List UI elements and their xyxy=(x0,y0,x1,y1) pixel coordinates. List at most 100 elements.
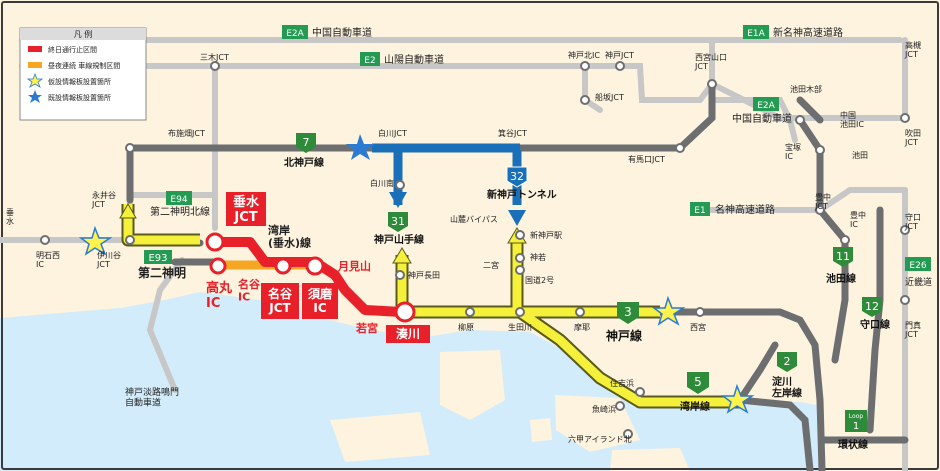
chugoku-east xyxy=(709,37,908,121)
label-kobe-kita-ic: 神戸北IC xyxy=(568,50,600,60)
badge-e2a xyxy=(282,25,308,39)
svg-text:32: 32 xyxy=(510,170,524,183)
fixed-board-star xyxy=(346,134,375,160)
wakamiya-text: 若宮 xyxy=(356,321,378,335)
badge-e94 xyxy=(166,191,192,205)
label-ikeda: 池田 xyxy=(852,150,868,160)
wangan-line-yellow xyxy=(517,308,740,407)
junction-dots xyxy=(40,61,910,439)
svg-text:E2A: E2A xyxy=(757,101,775,111)
node-meitani-ic xyxy=(274,257,292,275)
legend-star-fixed xyxy=(28,90,42,103)
e-badges: E2A E2 E1A E2A E1 E94 E93 E26 xyxy=(144,25,931,271)
svg-text:Loop: Loop xyxy=(849,413,864,420)
node-minatogawa xyxy=(394,301,416,323)
kobe-awaji-expressway xyxy=(146,257,185,393)
label-wangan: 湾岸線 xyxy=(680,400,710,413)
label-route2: 国道2号 xyxy=(525,275,554,285)
label-miki-jct: 三木JCT xyxy=(200,52,229,62)
yodogawa-left-bank xyxy=(736,341,779,404)
route-badge-7: 7 xyxy=(296,133,316,153)
ikeda-upper xyxy=(796,96,824,124)
label-ikeda-kibe: 池田木部 xyxy=(790,84,822,94)
label-fusehata-jct: 布施畑JCT xyxy=(168,128,205,138)
kobe-line-east xyxy=(656,308,826,471)
label-maya: 摩耶 xyxy=(574,322,590,332)
label-sanroku-bypass: 山麓バイパス xyxy=(450,214,498,224)
badge-e1a xyxy=(743,25,769,39)
label-meishin: 名神高速道路 xyxy=(715,203,775,216)
svg-text:31: 31 xyxy=(391,215,405,228)
badge-e1 xyxy=(690,202,710,216)
route-badge-2: 2 xyxy=(777,352,797,372)
small-island-2 xyxy=(610,448,690,471)
label-rokko-island-kita: 六甲アイランド北 xyxy=(568,434,632,444)
route-badge-12: 12 xyxy=(862,297,882,317)
svg-text:1: 1 xyxy=(853,421,859,432)
label-shirakawa-jct: 白川JCT xyxy=(378,128,407,138)
label-chugoku-ikeda-ic: 中国池田IC xyxy=(840,110,864,129)
legend-swatch-closed xyxy=(28,46,42,52)
label-sumiyoshihama: 住吉浜 xyxy=(610,378,634,388)
node-tarumi-jct xyxy=(205,232,225,252)
badge-e93 xyxy=(144,250,172,264)
kita-kobe-line xyxy=(126,80,716,204)
label-shinkobe-station: 新神戸駅 xyxy=(530,230,562,240)
label-loop-line: 環状線 xyxy=(838,438,868,451)
tsukimiyama-text: 月見山 xyxy=(337,259,371,273)
label-nishinomiya: 西宮 xyxy=(690,322,706,332)
kobe-jct-south xyxy=(617,37,715,103)
info-boards xyxy=(78,134,755,414)
svg-text:湊川: 湊川 xyxy=(396,326,420,341)
legend-title: 凡 例 xyxy=(74,29,93,39)
svg-text:E1: E1 xyxy=(694,206,705,216)
label-kobe-awaji-naruto: 神戸淡路鳴門自動車道 xyxy=(125,386,179,408)
label-kinkido: 近畿道 xyxy=(905,276,932,288)
arrow-up-yamate xyxy=(392,247,412,264)
label-shinmeishin: 新名神高速道路 xyxy=(773,26,843,39)
label-kita-kobe: 北神戸線 xyxy=(284,156,324,169)
label-shinkobe-tunnel: 新神戸トンネル xyxy=(487,188,557,201)
direction-arrows xyxy=(119,192,527,264)
arrow-down-tunnel xyxy=(508,210,526,226)
route-badge-loop1: Loop 1 xyxy=(845,410,867,432)
label-arimaguchi-jct: 有馬口JCT xyxy=(628,154,665,164)
label-chugoku: 中国自動車道 xyxy=(312,26,372,39)
svg-text:2: 2 xyxy=(784,355,791,368)
arrow-down-yamate xyxy=(389,192,407,208)
label-second-meishin: 第二神明 xyxy=(138,265,186,280)
label-uozakihama: 魚崎浜 xyxy=(592,404,616,414)
route-badge-31: 31 xyxy=(388,212,408,232)
label-west-edge: 垂水 xyxy=(6,207,14,226)
route-badge-3: 3 xyxy=(617,302,639,324)
badge-e2a-2 xyxy=(753,97,779,111)
label-ninomiya: 二宮 xyxy=(483,260,499,270)
legend-swatch-restricted xyxy=(28,62,42,68)
node-suma-ic xyxy=(305,256,325,276)
svg-text:E2: E2 xyxy=(364,56,375,66)
badge-e2 xyxy=(360,52,380,66)
svg-text:E93: E93 xyxy=(148,253,167,264)
temp-board-star xyxy=(651,295,686,326)
route-names: 北神戸線 神戸山手線 新神戸トンネル 神戸線 湾岸線 淀川左岸線 池田線 守口線… xyxy=(284,156,890,451)
label-shirakawa-minami: 白川南 xyxy=(370,178,394,188)
label-kobe-jct: 神戸JCT xyxy=(605,50,634,60)
expressway-names: 中国自動車道 山陽自動車道 新名神高速道路 中国自動車道 名神高速道路 第二神明… xyxy=(138,26,932,288)
